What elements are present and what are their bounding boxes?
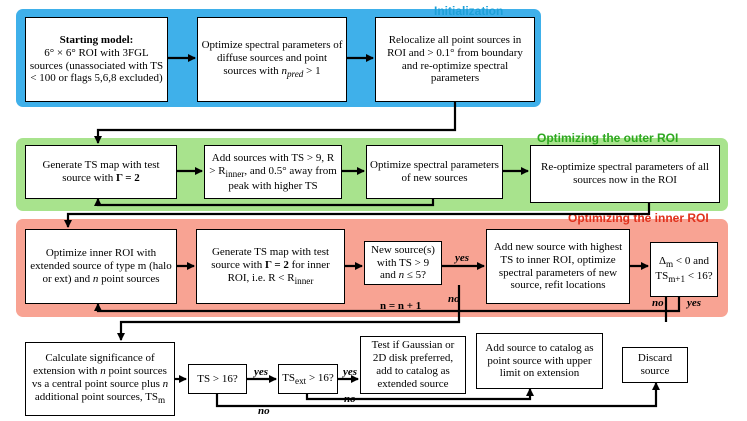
gaussian-text: Test if Gaussian or 2D disk preferred, a… [371,339,455,390]
optimize-diffuse-text: Optimize spectral parameters of diffuse … [201,39,343,77]
box-gaussian: Test if Gaussian or 2D disk preferred, a… [360,336,466,394]
arrow-loop-back-outer [94,198,435,207]
calc-sig-var2: n [162,377,169,390]
ts-map-inner-gamma: Γ = 2 [264,259,289,271]
tsext-text2: > 16? [308,371,334,384]
arrow-relocalize-to-outer [94,102,457,144]
new-source-var: n [398,269,405,282]
region-title-initialization: Initialization [434,4,504,18]
tsext-sub: ext [295,375,307,386]
calc-sig-text2: point sources vs a central point source … [31,365,167,390]
delta-text3: < 16? [687,269,713,282]
box-discard: Discard source [622,347,688,383]
calc-sig-var: n [100,365,106,378]
new-source-tail: ≤ 5? [406,269,427,282]
arrow-decision-no [117,285,461,341]
label-yes-tsext: yes [343,366,358,378]
starting-model-body: 6° × 6° ROI with 3FGL sources (unassocia… [29,46,164,85]
optimize-new-text: Optimize spectral parameters of new sour… [370,159,499,184]
tsext-text: TS [282,371,296,384]
delta-sub2: m+1 [668,273,686,284]
label-yes-delta: yes [687,297,702,309]
add-highest-text: Add new source with highest TS to inner … [493,240,623,292]
add-sources-sub: inner [225,168,245,179]
relocalize-text: Relocalize all point sources in ROI and … [387,33,523,85]
reoptimize-all-text: Re-optimize spectral parameters of all s… [541,161,709,186]
box-ts-map-inner: Generate TS map with test source with Γ … [196,229,345,304]
ts-map-inner-text: Generate TS map with test source with [211,246,330,271]
arrow-reoptimize-to-inner [64,203,651,228]
arrow-ts16-no [215,382,660,408]
starting-model-title: Starting model: [59,33,134,46]
ts16-text: TS > 16? [197,372,238,385]
delta-sub: m [666,258,674,269]
label-increment: n = n + 1 [380,300,422,312]
label-no-new-source: no [448,293,460,305]
box-delta-decision: Δm < 0 and TSm+1 < 16? [650,242,718,297]
new-source-text: New source(s) with TS > 9 and [371,243,435,282]
label-no-delta: no [652,297,664,309]
box-optimize-diffuse: Optimize spectral parameters of diffuse … [197,17,347,102]
box-ts-map-outer: Generate TS map with test source with Γ … [25,145,177,199]
box-catalog-point: Add source to catalog as point source wi… [476,333,603,389]
optimize-diffuse-sub: pred [286,69,304,80]
ts-map-outer-text: Generate TS map with test source with [42,159,160,184]
box-optimize-new: Optimize spectral parameters of new sour… [366,145,503,199]
ts-map-outer-gamma: Γ = 2 [115,172,140,184]
box-add-sources: Add sources with TS > 9, R > Rinner, and… [204,145,342,199]
box-calc-significance: Calculate significance of extension with… [25,342,175,416]
calc-sig-sub: m [158,395,166,406]
add-sources-tail: , and 0.5° away from peak with higher TS [228,164,337,192]
box-add-highest: Add new source with highest TS to inner … [486,229,630,304]
delta-text: Δ [658,254,667,267]
box-tsext-decision: TSext > 16? [278,364,338,394]
ts-map-inner-sub: inner [294,276,314,287]
ts-map-inner-text2: for inner ROI, i.e. R < R [227,259,330,284]
calc-sig-text3: additional point sources, TS [34,390,159,403]
optimize-diffuse-tail: > 1 [303,64,321,77]
arrow-delta-yes-loop [94,297,681,313]
calc-sig-text: Calculate significance of extension with [33,352,155,378]
label-no-tsext: no [344,393,356,405]
box-ts16-decision: TS > 16? [188,364,247,394]
discard-text: Discard source [637,352,673,377]
box-new-source-decision: New source(s) with TS > 9 and n ≤ 5? [364,241,442,285]
optimize-inner-var: n [92,272,99,285]
region-title-outer-roi: Optimizing the outer ROI [537,131,679,145]
label-no-ts16: no [258,405,270,417]
box-optimize-inner: Optimize inner ROI with extended source … [25,229,177,304]
label-yes-new-source: yes [455,252,470,264]
optimize-inner-text: Optimize inner ROI with extended source … [30,247,172,285]
box-starting-model: Starting model: 6° × 6° ROI with 3FGL so… [25,17,168,102]
label-yes-ts16: yes [254,366,269,378]
box-relocalize: Relocalize all point sources in ROI and … [375,17,535,102]
optimize-inner-tail: point sources [101,272,160,285]
optimize-diffuse-var: n [281,64,287,77]
add-sources-text: Add sources with TS > 9, R > R [209,151,335,177]
delta-text2: < 0 and TS [655,254,710,282]
box-reoptimize-all: Re-optimize spectral parameters of all s… [530,145,720,203]
catalog-point-text: Add source to catalog as point source wi… [485,341,594,380]
arrow-tsext-no [305,388,534,401]
